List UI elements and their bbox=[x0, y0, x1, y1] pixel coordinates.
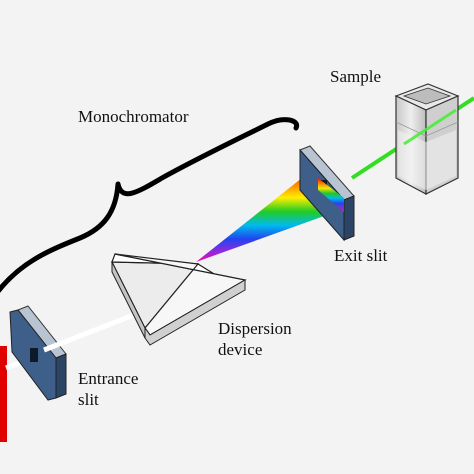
light-source bbox=[0, 346, 7, 442]
dispersion-device-label: Dispersion device bbox=[218, 318, 292, 360]
dispersion-label-line1: Dispersion bbox=[218, 319, 292, 338]
entrance-label-line1: Entrance bbox=[78, 369, 139, 388]
sample-label: Sample bbox=[330, 67, 381, 86]
entrance-label-line2: slit bbox=[78, 390, 99, 409]
dispersion-label-line2: device bbox=[218, 340, 263, 359]
monochromator-label: Monochromator bbox=[78, 107, 189, 126]
exit-slit bbox=[299, 145, 355, 242]
entrance-slit bbox=[9, 305, 67, 401]
entrance-slit-label: Entrance slit bbox=[78, 368, 138, 410]
beam-green-inside-cuvette bbox=[403, 108, 457, 146]
monochromator-brace bbox=[0, 117, 300, 294]
sample-cuvette bbox=[394, 83, 460, 195]
dispersion-prism bbox=[111, 253, 247, 346]
exit-slit-label: Exit slit bbox=[334, 246, 388, 265]
